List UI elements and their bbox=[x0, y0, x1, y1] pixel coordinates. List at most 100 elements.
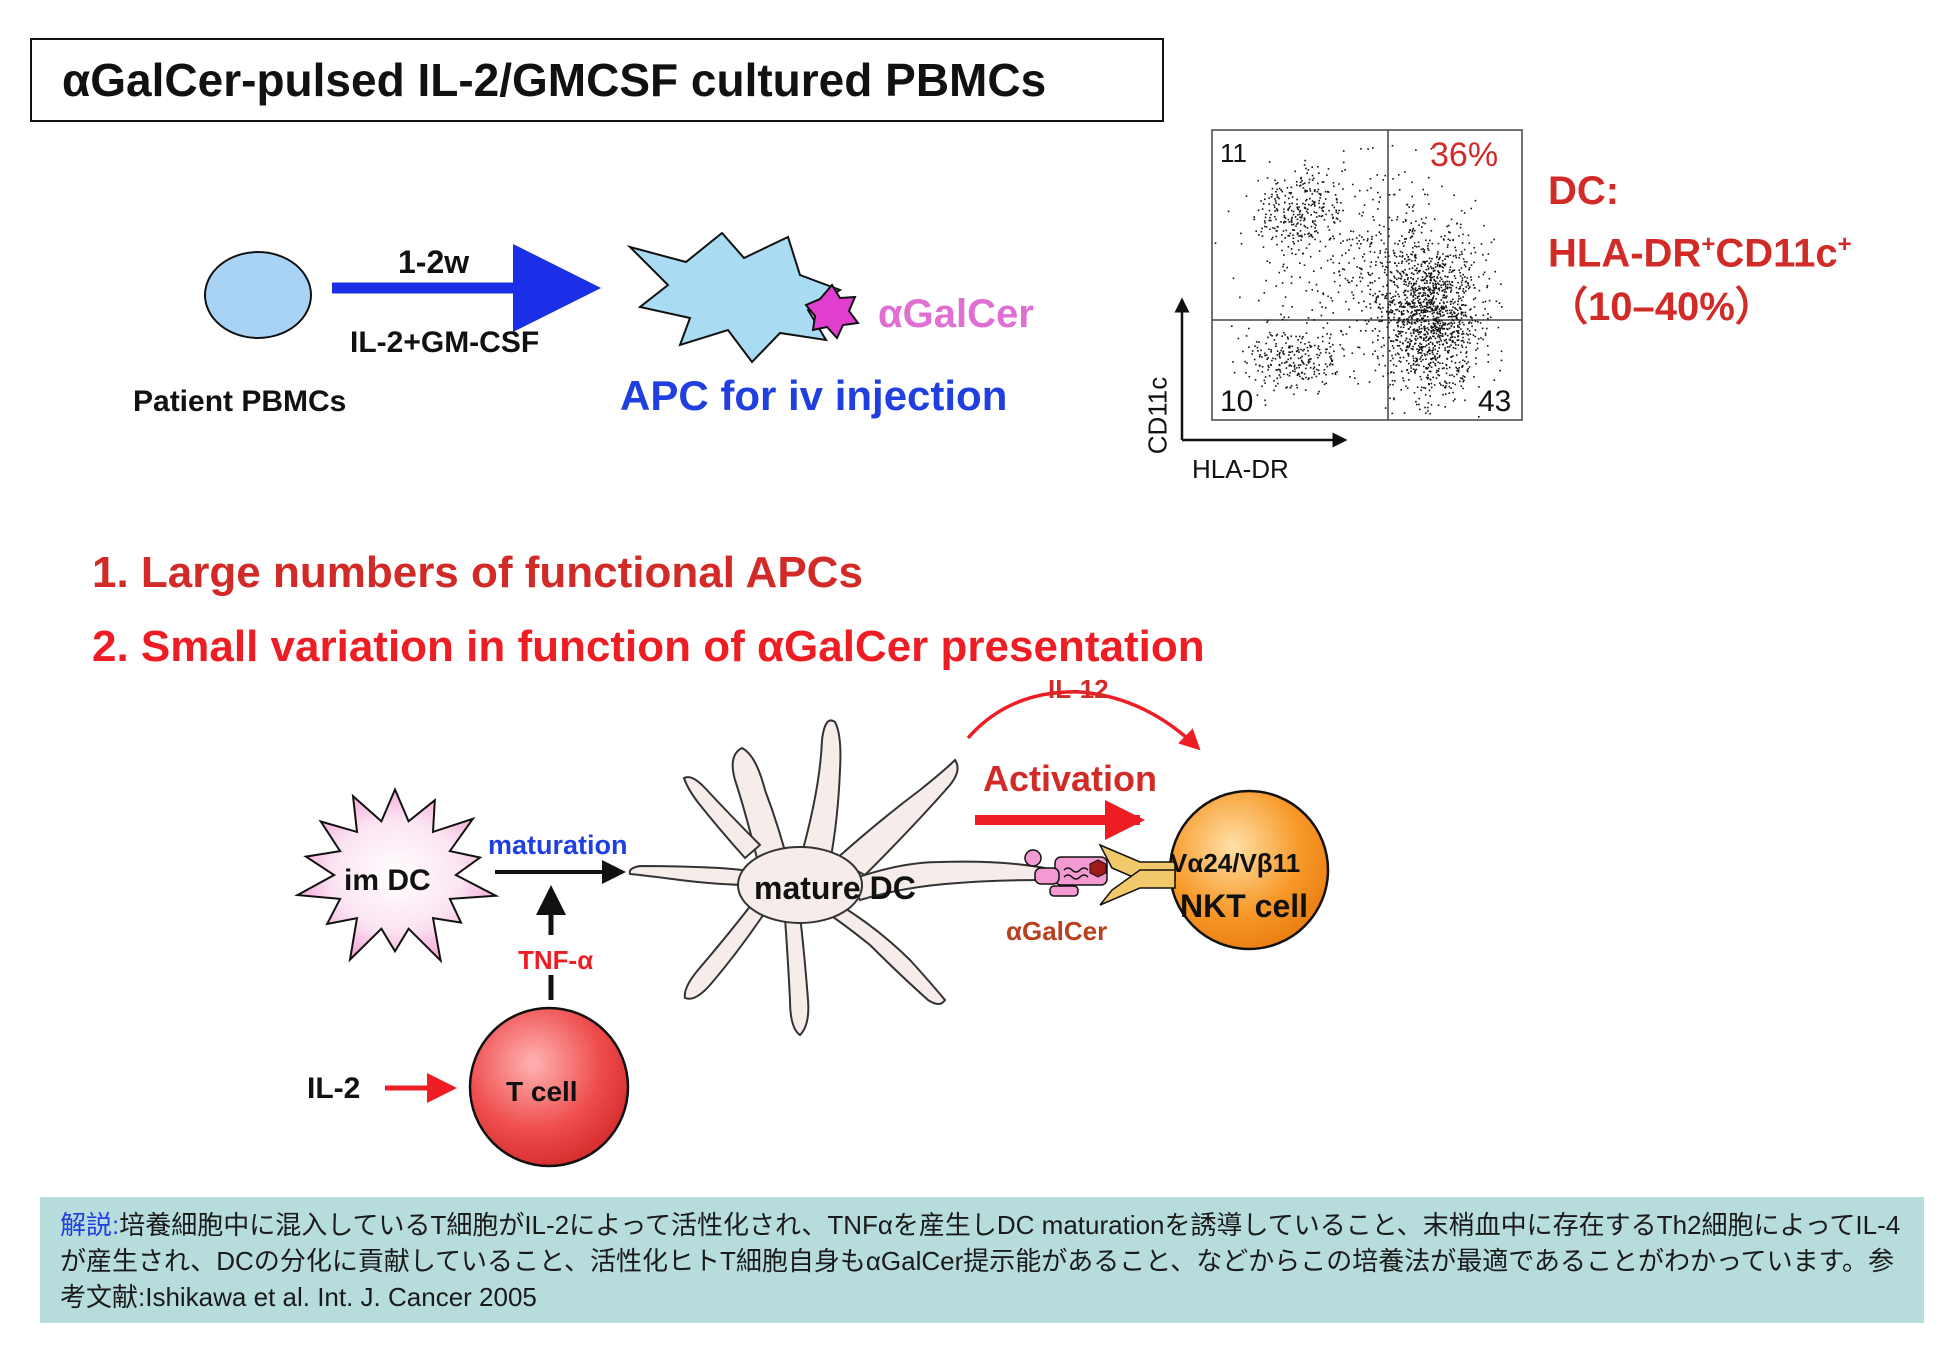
flow-dot bbox=[1437, 404, 1440, 406]
flow-dot bbox=[1441, 367, 1444, 370]
flow-dot bbox=[1414, 360, 1417, 363]
flow-dot bbox=[1276, 188, 1278, 191]
flow-dot bbox=[1487, 253, 1490, 255]
flow-dot bbox=[1255, 341, 1258, 343]
flow-dot bbox=[1409, 326, 1412, 328]
flow-dot bbox=[1316, 191, 1319, 193]
flow-dot bbox=[1437, 373, 1439, 376]
flow-dot bbox=[1442, 266, 1445, 269]
flow-dot bbox=[1420, 331, 1422, 333]
flow-dot bbox=[1321, 215, 1324, 217]
flow-dot bbox=[1296, 207, 1299, 210]
flow-dot bbox=[1414, 287, 1417, 289]
flow-dot bbox=[1432, 332, 1435, 335]
flow-dot bbox=[1337, 291, 1340, 294]
flow-dot bbox=[1460, 209, 1463, 212]
flow-dot bbox=[1412, 227, 1414, 230]
flow-dot bbox=[1477, 321, 1479, 323]
flow-dot bbox=[1415, 312, 1418, 314]
flow-dot bbox=[1319, 240, 1322, 243]
flow-dot bbox=[1474, 199, 1477, 202]
flow-dot bbox=[1438, 336, 1441, 339]
flow-dot bbox=[1292, 223, 1295, 226]
flow-dot bbox=[1309, 188, 1311, 190]
flow-dot bbox=[1294, 170, 1296, 173]
flow-dot bbox=[1445, 306, 1448, 309]
flow-dot bbox=[1447, 238, 1450, 241]
flow-dot bbox=[1442, 238, 1445, 240]
flow-dot bbox=[1322, 202, 1325, 205]
flow-dot bbox=[1428, 272, 1431, 275]
flow-dot bbox=[1451, 313, 1453, 316]
flow-dot bbox=[1331, 359, 1334, 362]
flow-dot bbox=[1289, 351, 1292, 354]
flow-dot bbox=[1351, 280, 1353, 282]
flow-dot bbox=[1425, 287, 1427, 289]
flow-dot bbox=[1264, 354, 1266, 357]
flow-dot bbox=[1465, 261, 1468, 263]
flow-dot bbox=[1408, 362, 1410, 365]
flow-dot bbox=[1317, 369, 1320, 372]
flow-dot bbox=[1403, 321, 1406, 323]
flow-dot bbox=[1276, 350, 1279, 352]
flow-dot bbox=[1373, 219, 1375, 221]
flow-dot bbox=[1411, 323, 1413, 325]
flow-dot bbox=[1431, 307, 1434, 310]
flow-dot bbox=[1294, 216, 1297, 218]
flow-dot bbox=[1449, 286, 1451, 289]
flow-dot bbox=[1404, 289, 1407, 292]
im-dc-label: im DC bbox=[344, 864, 431, 897]
flow-dot bbox=[1469, 333, 1472, 335]
flow-dot bbox=[1470, 207, 1473, 210]
flow-dot bbox=[1428, 370, 1431, 373]
flow-dot bbox=[1398, 174, 1400, 176]
flow-dot bbox=[1274, 227, 1276, 230]
flow-dot bbox=[1278, 187, 1281, 190]
flow-dot bbox=[1410, 222, 1413, 224]
flow-dot bbox=[1397, 324, 1399, 327]
flow-dot bbox=[1427, 289, 1429, 291]
flow-dot bbox=[1463, 264, 1466, 266]
flow-dot bbox=[1461, 333, 1463, 335]
flow-dot bbox=[1441, 362, 1444, 365]
flow-dot bbox=[1331, 204, 1334, 206]
flow-dot bbox=[1401, 262, 1403, 264]
flow-dot bbox=[1434, 320, 1437, 322]
flow-dot bbox=[1410, 253, 1412, 255]
flow-dot bbox=[1428, 389, 1431, 392]
flow-dot bbox=[1398, 277, 1400, 279]
flow-dot bbox=[1460, 317, 1463, 319]
flow-dot bbox=[1317, 347, 1319, 350]
flow-dot bbox=[1269, 228, 1271, 231]
flow-dot bbox=[1436, 316, 1438, 319]
flow-dot bbox=[1451, 318, 1453, 321]
flow-dot bbox=[1449, 312, 1451, 314]
flow-dot bbox=[1343, 355, 1345, 357]
flow-dot bbox=[1322, 181, 1325, 183]
flow-dot bbox=[1391, 340, 1393, 342]
flow-dot bbox=[1283, 362, 1286, 364]
flow-dot bbox=[1248, 375, 1251, 378]
flow-dot bbox=[1412, 329, 1414, 331]
flow-dot bbox=[1251, 350, 1254, 352]
flow-dot bbox=[1356, 266, 1358, 268]
flow-dot bbox=[1287, 234, 1289, 237]
flow-dot bbox=[1425, 279, 1428, 282]
flow-dot bbox=[1432, 361, 1435, 363]
flow-dot bbox=[1279, 371, 1282, 373]
flow-dot bbox=[1418, 301, 1420, 304]
flow-dot bbox=[1322, 206, 1324, 208]
flow-dot bbox=[1361, 215, 1363, 217]
flow-dot bbox=[1402, 221, 1405, 223]
flow-dot bbox=[1451, 323, 1454, 325]
flow-dot bbox=[1375, 234, 1378, 237]
flow-dot bbox=[1290, 335, 1292, 337]
flow-dot bbox=[1432, 357, 1434, 359]
quadrant-lower-right-value: 43 bbox=[1478, 385, 1512, 418]
flow-dot bbox=[1307, 212, 1309, 214]
flow-dot bbox=[1339, 220, 1341, 223]
flow-dot bbox=[1460, 340, 1463, 342]
maturation-label: maturation bbox=[488, 830, 628, 860]
flow-dot bbox=[1476, 342, 1479, 345]
flow-dot bbox=[1430, 370, 1432, 373]
